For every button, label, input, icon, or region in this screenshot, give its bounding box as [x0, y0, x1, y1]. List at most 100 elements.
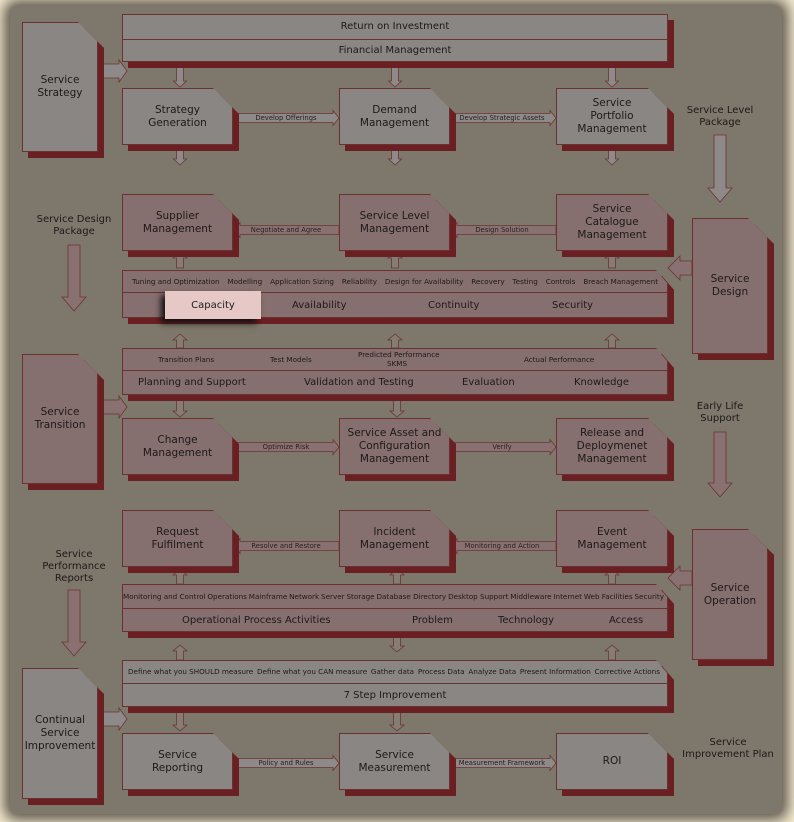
phase-service-strategy: Service Strategy [22, 22, 98, 152]
activity: Security [634, 591, 664, 601]
process: Knowledge [574, 377, 629, 388]
arrow-down-icon [707, 134, 733, 203]
arrow-right-icon [98, 394, 128, 420]
phase-csi-label: Continual Service Improvement [22, 668, 98, 799]
activity: Application Sizing [270, 276, 334, 286]
arrow-right-icon [233, 438, 340, 456]
activity: Web Facilities [583, 591, 633, 601]
activity: Internet [553, 591, 582, 601]
arrow-down-icon [604, 146, 620, 166]
activity: Server [321, 591, 345, 601]
link-measurement-framework: Measurement Framework [458, 759, 546, 767]
output-service-performance-reports: Service Performance Reports [42, 549, 106, 584]
arrow-right-icon [233, 109, 340, 127]
activity: Storage [346, 591, 375, 601]
activity: Database Directory [376, 591, 447, 601]
activity: Breach Management [583, 276, 659, 286]
box-incident-management: Incident Management [339, 510, 450, 567]
link-verify: Verify [492, 443, 512, 451]
process-security: Security [552, 299, 594, 311]
box-roi: ROI [556, 733, 668, 790]
activity: Define what you CAN measure [257, 667, 368, 676]
activity: Design for Availability [384, 276, 464, 286]
arrow-down-icon [604, 64, 620, 88]
financial-management-label: Financial Management [338, 45, 452, 56]
box-supplier-management: Supplier Management [122, 194, 233, 251]
activity: SKMS [386, 359, 408, 368]
activity: Actual Performance [524, 354, 595, 364]
process: Planning and Support [138, 377, 246, 388]
process-capacity-highlighted[interactable]: Capacity [165, 291, 261, 319]
service-portfolio-management-label: Service Portfolio Management [556, 88, 668, 145]
arrow-down-icon [388, 711, 406, 732]
phase-continual-service-improvement: Continual Service Improvement [22, 668, 98, 799]
arrow-up-icon [171, 333, 189, 349]
activity: Network [289, 591, 320, 601]
arrow-down-icon [388, 635, 406, 653]
box-service-measurement: Service Measurement [339, 733, 450, 790]
service-asset-configuration-label: Service Asset and Configuration Manageme… [339, 418, 450, 475]
output-service-improvement-plan: Service Improvement Plan [682, 737, 774, 760]
arrow-down-icon [172, 146, 188, 166]
arrow-right-icon [450, 109, 557, 127]
operation-processes: Operational Process Activities Problem T… [122, 608, 668, 632]
demand-management-label: Demand Management [339, 88, 450, 145]
process-7-step-improvement: 7 Step Improvement [343, 689, 447, 701]
activity: Desktop Support [448, 591, 509, 601]
transition-processes: Planning and Support Validation and Test… [122, 370, 668, 395]
activity: Tuning and Optimization [131, 276, 220, 286]
box-service-level-management: Service Level Management [339, 194, 450, 251]
arrow-down-icon [171, 397, 189, 418]
phase-service-strategy-label: Service Strategy [22, 22, 98, 152]
arrow-down-icon [388, 397, 406, 418]
arrow-up-icon [603, 644, 621, 661]
arrow-up-icon [171, 568, 189, 585]
service-catalogue-management-label: Service Catalogue Management [556, 194, 668, 251]
transition-activities: Transition Plans Test Models Predicted P… [122, 348, 668, 371]
process: Operational Process Activities [182, 614, 331, 626]
csi-bar: Define what you SHOULD measure Define wh… [122, 660, 668, 707]
activity: Analyze Data [468, 667, 517, 676]
activity: Middleware [510, 591, 552, 601]
activity: Operations [207, 591, 247, 601]
activity: Modelling [227, 276, 263, 286]
link-monitoring-and-action: Monitoring and Action [464, 542, 540, 550]
arrow-up-icon [603, 333, 621, 349]
strategy-bar: Return on Investment Financial Managemen… [122, 14, 668, 62]
arrow-right-icon [450, 754, 557, 772]
activity: Predicted Performance [358, 350, 440, 359]
arrow-down-icon [61, 589, 87, 657]
phase-service-operation-label: Service Operation [692, 529, 768, 660]
activity: Gather data [370, 667, 415, 676]
transition-bar: Transition Plans Test Models Predicted P… [122, 348, 668, 395]
arrow-right-icon [98, 706, 128, 732]
activity: Corrective Actions [594, 667, 660, 676]
output-early-life-support: Early Life Support [696, 401, 744, 424]
event-management-label: Event Management [556, 510, 668, 567]
link-resolve-and-restore: Resolve and Restore [251, 542, 321, 550]
arrow-left-icon [233, 221, 340, 239]
link-optimize-risk: Optimize Risk [262, 443, 310, 451]
arrow-up-icon [171, 251, 189, 269]
arrow-right-icon [233, 754, 340, 772]
box-event-management: Event Management [556, 510, 668, 567]
process: Evaluation [462, 377, 515, 388]
output-service-level-package: Service Level Package [686, 105, 754, 128]
activity: Test Models [270, 354, 312, 364]
arrow-down-icon [707, 431, 733, 498]
request-fulfilment-label: Request Fulfilment [122, 510, 233, 567]
activity: Reliability [341, 276, 377, 286]
activity: Controls [545, 276, 576, 286]
arrow-up-icon [388, 568, 406, 585]
box-service-asset-configuration-management: Service Asset and Configuration Manageme… [339, 418, 450, 475]
arrow-down-icon [171, 711, 189, 732]
activity: Recovery [471, 276, 505, 286]
output-service-design-package: Service Design Package [36, 214, 112, 237]
phase-service-design-label: Service Design [692, 218, 768, 354]
phase-service-transition: Service Transition [22, 354, 98, 484]
arrow-right-icon [98, 58, 128, 84]
box-service-catalogue-management: Service Catalogue Management [556, 194, 668, 251]
csi-activities: Define what you SHOULD measure Define wh… [122, 660, 668, 684]
arrow-up-icon [603, 568, 621, 585]
